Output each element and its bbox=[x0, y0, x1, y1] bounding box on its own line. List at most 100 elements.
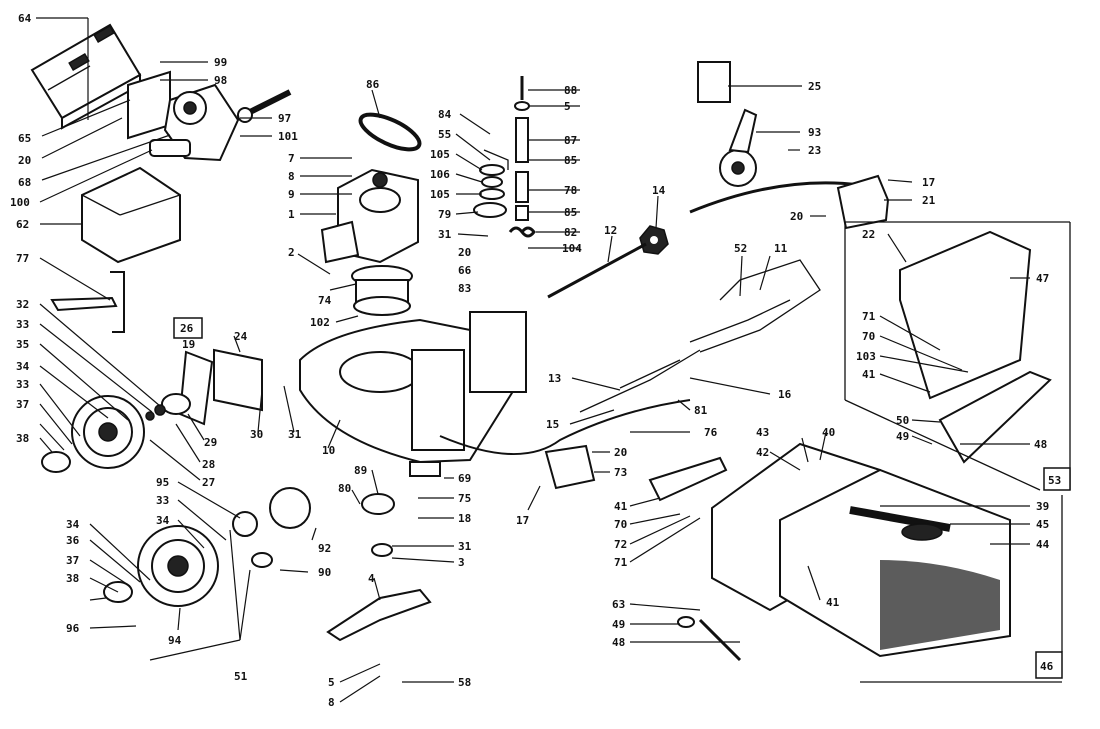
label-33b: 33 bbox=[16, 378, 29, 391]
label-47: 47 bbox=[1036, 272, 1049, 285]
label-90: 90 bbox=[318, 566, 331, 579]
label-20b: 20 bbox=[458, 246, 471, 259]
label-76: 76 bbox=[704, 426, 718, 439]
label-73: 73 bbox=[614, 466, 627, 479]
label-86: 86 bbox=[366, 78, 380, 91]
label-96: 96 bbox=[66, 622, 80, 635]
label-28: 28 bbox=[202, 458, 215, 471]
label-101: 101 bbox=[278, 130, 298, 143]
label-105b: 105 bbox=[430, 188, 450, 201]
part-10-deck bbox=[299, 311, 527, 464]
label-75: 75 bbox=[458, 492, 471, 505]
label-37b: 37 bbox=[66, 554, 79, 567]
label-43: 43 bbox=[756, 426, 769, 439]
label-55: 55 bbox=[438, 128, 451, 141]
label-41b: 41 bbox=[614, 500, 628, 513]
label-2: 2 bbox=[288, 246, 295, 259]
part-wheel-front bbox=[103, 525, 219, 607]
label-15: 15 bbox=[546, 418, 559, 431]
label-17: 17 bbox=[922, 176, 935, 189]
label-94: 94 bbox=[168, 634, 182, 647]
label-38b: 38 bbox=[66, 572, 79, 585]
label-34b: 34 bbox=[156, 514, 170, 527]
label-45: 45 bbox=[1036, 518, 1049, 531]
part-68-drive-unit bbox=[149, 83, 240, 162]
label-31b: 31 bbox=[288, 428, 302, 441]
label-5: 5 bbox=[564, 100, 571, 113]
label-74: 74 bbox=[318, 294, 332, 307]
label-89: 89 bbox=[354, 464, 367, 477]
label-20: 20 bbox=[18, 154, 31, 167]
label-79: 79 bbox=[438, 208, 451, 221]
label-83: 83 bbox=[458, 282, 471, 295]
label-20c: 20 bbox=[790, 210, 803, 223]
part-62-shield bbox=[81, 166, 181, 264]
label-31c: 31 bbox=[458, 540, 472, 553]
part-47-grass-cover bbox=[844, 221, 1071, 491]
label-39: 39 bbox=[1036, 500, 1049, 513]
label-16: 16 bbox=[778, 388, 792, 401]
label-40: 40 bbox=[822, 426, 835, 439]
label-8b: 8 bbox=[328, 696, 335, 709]
part-14-knob bbox=[639, 225, 669, 255]
label-102: 102 bbox=[310, 316, 330, 329]
label-62: 62 bbox=[16, 218, 29, 231]
part-77-bracket bbox=[50, 271, 125, 333]
part-86-belt bbox=[358, 112, 422, 152]
label-50: 50 bbox=[896, 414, 909, 427]
part-21-control bbox=[836, 174, 890, 230]
label-35: 35 bbox=[16, 338, 29, 351]
part-87-post bbox=[514, 76, 530, 221]
label-36: 36 bbox=[66, 534, 80, 547]
label-32: 32 bbox=[16, 298, 29, 311]
label-4: 4 bbox=[368, 572, 375, 585]
label-106: 106 bbox=[430, 168, 450, 181]
label-22: 22 bbox=[862, 228, 875, 241]
label-48b: 48 bbox=[612, 636, 625, 649]
label-34: 34 bbox=[16, 360, 30, 373]
part-wheel-rear bbox=[41, 395, 145, 473]
label-33c: 33 bbox=[156, 494, 169, 507]
part-12-rod bbox=[547, 242, 647, 299]
label-29: 29 bbox=[204, 436, 217, 449]
label-52: 52 bbox=[734, 242, 747, 255]
part-105-spring-stack bbox=[473, 149, 509, 218]
label-7: 7 bbox=[288, 152, 295, 165]
label-31: 31 bbox=[438, 228, 452, 241]
label-93: 93 bbox=[808, 126, 821, 139]
label-92: 92 bbox=[318, 542, 331, 555]
label-77: 77 bbox=[16, 252, 29, 265]
label-44: 44 bbox=[1036, 538, 1050, 551]
label-12: 12 bbox=[604, 224, 617, 237]
control-cable-76 bbox=[439, 399, 691, 455]
label-14: 14 bbox=[652, 184, 666, 197]
label-85b: 85 bbox=[564, 206, 577, 219]
label-97: 97 bbox=[278, 112, 291, 125]
label-33: 33 bbox=[16, 318, 29, 331]
label-48: 48 bbox=[1034, 438, 1047, 451]
label-20d: 20 bbox=[614, 446, 627, 459]
part-73-switch bbox=[544, 444, 596, 490]
label-72: 72 bbox=[614, 538, 627, 551]
part-82-spring bbox=[508, 226, 536, 238]
label-41: 41 bbox=[862, 368, 876, 381]
label-51: 51 bbox=[234, 670, 248, 683]
label-11: 11 bbox=[774, 242, 788, 255]
label-78: 78 bbox=[564, 184, 577, 197]
label-49b: 49 bbox=[612, 618, 625, 631]
part-39-bag-frame bbox=[648, 442, 1011, 658]
label-99: 99 bbox=[214, 56, 227, 69]
label-70: 70 bbox=[862, 330, 875, 343]
part-25-plate bbox=[697, 61, 731, 103]
label-71b: 71 bbox=[614, 556, 628, 569]
label-100: 100 bbox=[10, 196, 30, 209]
label-27: 27 bbox=[202, 476, 215, 489]
label-84: 84 bbox=[438, 108, 452, 121]
label-95: 95 bbox=[156, 476, 169, 489]
label-104: 104 bbox=[562, 242, 582, 255]
part-1-engine bbox=[320, 168, 419, 264]
part-32-axle-washers bbox=[145, 393, 191, 421]
label-53: 53 bbox=[1048, 474, 1061, 487]
label-49: 49 bbox=[896, 430, 909, 443]
label-30: 30 bbox=[250, 428, 263, 441]
